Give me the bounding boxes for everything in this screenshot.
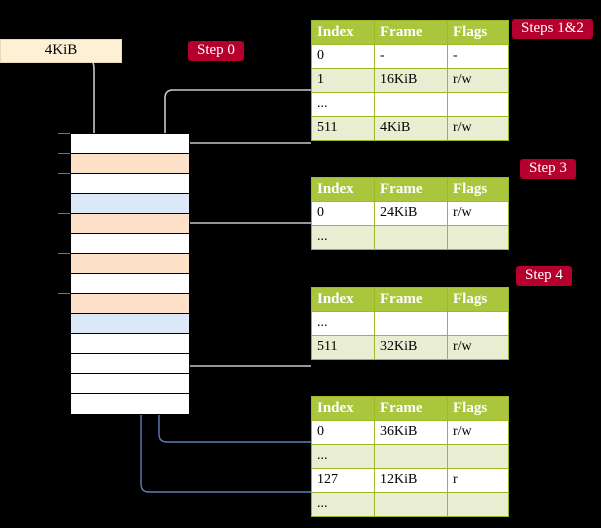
table-cell-flags	[447, 225, 509, 250]
table-cell-flags: -	[447, 44, 509, 69]
table-cell-flags: r/w	[447, 68, 509, 93]
table-cell-flags: r/w	[447, 116, 509, 141]
table-cell-frame	[374, 311, 448, 336]
memory-frame-row	[71, 234, 189, 254]
column-header-frame: Frame	[374, 20, 448, 45]
column-header-flags: Flags	[447, 20, 509, 45]
table-cell-flags: r/w	[447, 201, 509, 226]
table-cell-frame: 12KiB	[374, 468, 448, 493]
table-cell-index: 1	[311, 68, 375, 93]
memory-tick	[58, 153, 70, 154]
badge-step-3: Step 3	[520, 159, 576, 179]
column-header-index: Index	[311, 396, 375, 421]
table-cell-flags	[447, 492, 509, 517]
column-header-index: Index	[311, 20, 375, 45]
wire-memory-to-level4-511	[174, 142, 311, 159]
table-cell-index: 127	[311, 468, 375, 493]
memory-frame-row	[71, 274, 189, 294]
wire-level2-to-memory	[174, 316, 311, 367]
table-cell-flags	[447, 311, 509, 336]
memory-frame-row	[71, 314, 189, 334]
column-header-frame: Frame	[374, 177, 448, 202]
column-header-index: Index	[311, 287, 375, 312]
table-cell-index: ...	[311, 444, 375, 469]
column-header-flags: Flags	[447, 287, 509, 312]
table-cell-index: 511	[311, 116, 375, 141]
table-cell-index: ...	[311, 92, 375, 117]
table-cell-index: ...	[311, 311, 375, 336]
table-cell-index: ...	[311, 225, 375, 250]
table-row: ...	[311, 225, 509, 250]
column-header-flags: Flags	[447, 177, 509, 202]
table-cell-index: ...	[311, 492, 375, 517]
memory-frame-row	[71, 134, 189, 154]
table-cell-frame	[374, 92, 448, 117]
memory-frame-row	[71, 194, 189, 214]
table-row: ...	[311, 92, 509, 117]
memory-frame-row	[71, 334, 189, 354]
memory-frame-row	[71, 394, 189, 414]
memory-frame-row	[71, 354, 189, 374]
table-cell-frame: 4KiB	[374, 116, 448, 141]
table-cell-flags	[447, 92, 509, 117]
table-cell-index: 511	[311, 335, 375, 360]
column-header-flags: Flags	[447, 396, 509, 421]
memory-frame-row	[71, 374, 189, 394]
memory-tick	[58, 253, 70, 254]
table-cell-flags: r	[447, 468, 509, 493]
table-cell-flags: r/w	[447, 420, 509, 445]
table-cell-frame: -	[374, 44, 448, 69]
table-cell-frame: 16KiB	[374, 68, 448, 93]
column-header-index: Index	[311, 177, 375, 202]
table-cell-frame	[374, 444, 448, 469]
table-row: 0--	[311, 44, 509, 69]
table-cell-index: 0	[311, 420, 375, 445]
table-row: ...	[311, 444, 509, 469]
table-cell-frame: 36KiB	[374, 420, 448, 445]
memory-tick	[58, 133, 70, 134]
table-cell-frame: 32KiB	[374, 335, 448, 360]
memory-frame-row	[71, 294, 189, 314]
memory-tick	[58, 293, 70, 294]
table-row: ...	[311, 492, 509, 517]
memory-frame-row	[71, 254, 189, 274]
memory-frame-row	[71, 174, 189, 194]
table-row: ...	[311, 311, 509, 336]
column-header-frame: Frame	[374, 287, 448, 312]
memory-tick	[58, 173, 70, 174]
table-cell-flags	[447, 444, 509, 469]
physical-memory-column	[70, 133, 190, 415]
memory-frame-row	[71, 154, 189, 174]
virtual-address-box: 4KiB	[0, 39, 122, 63]
table-cell-index: 0	[311, 201, 375, 226]
table-cell-frame	[374, 492, 448, 517]
table-cell-frame: 24KiB	[374, 201, 448, 226]
wire-level3-to-memory	[174, 222, 311, 255]
column-header-frame: Frame	[374, 396, 448, 421]
table-cell-frame	[374, 225, 448, 250]
badge-steps-1-2: Steps 1&2	[512, 19, 593, 39]
memory-frame-row	[71, 214, 189, 234]
memory-tick	[58, 213, 70, 214]
table-cell-index: 0	[311, 44, 375, 69]
badge-step-0: Step 0	[188, 41, 244, 61]
badge-step-4: Step 4	[516, 266, 572, 286]
table-cell-flags: r/w	[447, 335, 509, 360]
